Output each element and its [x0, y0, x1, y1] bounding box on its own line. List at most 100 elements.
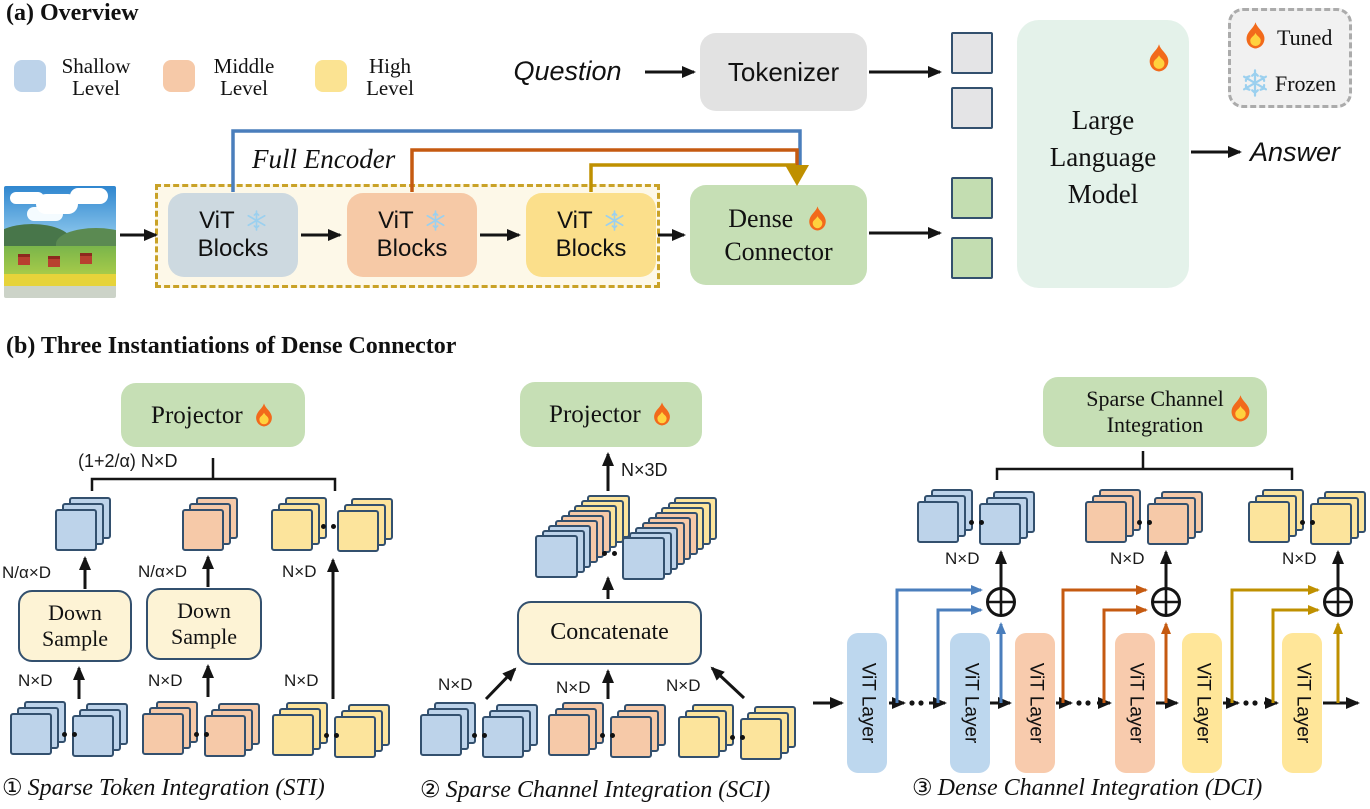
- text-token-2: [951, 87, 993, 129]
- feature-stack-high: [1248, 489, 1304, 543]
- road: [4, 286, 116, 298]
- text-token-1: [951, 32, 993, 74]
- tuned-frozen-legend: Tuned Frozen: [1228, 8, 1352, 108]
- blocks-label: Blocks: [197, 235, 269, 262]
- concatenate-label: Concatenate: [550, 619, 669, 646]
- vit-layer-box: ViT Layer: [950, 633, 990, 773]
- snowflake-icon: [604, 210, 625, 231]
- frozen-label: Frozen: [1275, 71, 1337, 96]
- snowflake-icon: [246, 210, 267, 231]
- sti-dim-nd-3: N×D: [284, 671, 319, 690]
- vit-layer-box: ViT Layer: [1182, 633, 1222, 773]
- house: [48, 256, 60, 267]
- feature-stack-high: [1310, 491, 1366, 545]
- feature-stack-middle: [204, 703, 260, 757]
- vit-blocks-high: ViT Blocks: [526, 193, 656, 277]
- house: [18, 254, 30, 265]
- dense-connector-box: Dense Connector: [690, 185, 867, 285]
- legend-shallow-line2: Level: [72, 76, 120, 100]
- legend-swatch-shallow: [14, 60, 46, 92]
- flame-icon: [1146, 44, 1172, 73]
- flame-icon: [806, 206, 829, 232]
- ellipsis-dots: [324, 733, 339, 738]
- vit-layer-label: ViT Layer: [1192, 662, 1213, 744]
- dense-line1: Dense: [728, 202, 828, 235]
- feature-stack-shallow: [10, 701, 66, 755]
- feature-stack-middle: [1085, 489, 1141, 543]
- sci-dim-nd-2: N×D: [556, 678, 591, 697]
- vit-layer-label: ViT Layer: [1292, 662, 1313, 744]
- feature-stack-high: [271, 497, 327, 551]
- downsample-box-1: Down Sample: [18, 590, 132, 662]
- vit-layer-label: ViT Layer: [1025, 662, 1046, 744]
- legend-middle-line2: Level: [220, 76, 268, 100]
- sti-projector-box: Projector: [121, 383, 305, 447]
- feature-stack-high: [337, 498, 393, 552]
- feature-stack-shallow: [55, 497, 111, 551]
- flame-icon: [253, 402, 275, 428]
- down-label: Down: [48, 600, 102, 625]
- vit-blocks-middle: ViT Blocks: [347, 193, 477, 277]
- ellipsis-dots: [472, 733, 487, 738]
- dci-number: ③: [912, 775, 933, 801]
- flame-icon: [1228, 395, 1253, 423]
- vit-layer-box: ViT Layer: [1115, 633, 1155, 773]
- legend-high-line2: Level: [366, 76, 414, 100]
- sti-dim-top: (1+2/α) N×D: [78, 451, 178, 471]
- vit-label: ViT: [378, 207, 414, 234]
- dci-integration-box: Sparse Channel Integration: [1043, 377, 1267, 447]
- vit-label: ViT: [557, 207, 593, 234]
- flame-icon: [651, 402, 673, 427]
- blocks-label: Blocks: [376, 235, 448, 262]
- sti-caption-text: Sparse Token Integration (STI): [27, 775, 325, 801]
- legend-label-shallow: Shallow Level: [48, 55, 144, 99]
- snowflake-icon: [425, 210, 446, 231]
- sci-dim-top: N×3D: [621, 460, 668, 480]
- legend-label-high: High Level: [342, 55, 438, 99]
- projector-label: Projector: [549, 401, 641, 428]
- feature-stack-middle: [142, 701, 198, 755]
- dense-label: Dense: [728, 204, 794, 233]
- feature-stack-high: [334, 704, 390, 758]
- legend-shallow-line1: Shallow: [61, 54, 131, 78]
- feature-stack-shallow: [917, 489, 973, 543]
- sci-caption-text: Sparse Channel Integration (SCI): [445, 777, 771, 803]
- sci-projector-box: Projector: [520, 382, 702, 447]
- ellipsis-dots: [321, 524, 336, 529]
- legend-label-middle: Middle Level: [196, 55, 292, 99]
- connector-label: Connector: [724, 237, 833, 266]
- llm-line1: Large: [1071, 104, 1135, 135]
- vit-label: ViT: [199, 207, 235, 234]
- vit-line: ViT: [378, 207, 446, 235]
- ellipsis-dots: [1137, 520, 1152, 525]
- legend-middle-line1: Middle: [213, 54, 275, 78]
- dci-box-line2: Integration: [1106, 412, 1204, 437]
- ellipsis-dots: [730, 735, 745, 740]
- feature-stack-high: [740, 706, 796, 760]
- projector-line: Projector: [151, 402, 275, 429]
- feature-stack-shallow: [482, 704, 538, 758]
- projector-line: Projector: [549, 401, 673, 428]
- tuned-label: Tuned: [1277, 25, 1333, 50]
- dci-dim-nd-2: N×D: [1110, 549, 1145, 568]
- flame-icon: [1243, 22, 1268, 50]
- sci-dim-nd-1: N×D: [438, 675, 473, 694]
- llm-line3: Model: [1067, 178, 1139, 209]
- vit-blocks-shallow: ViT Blocks: [168, 193, 298, 277]
- question-label: Question: [513, 56, 622, 86]
- feature-stack-middle: [548, 702, 604, 756]
- tokenizer-label: Tokenizer: [727, 56, 840, 87]
- ellipsis-dots: [62, 732, 77, 737]
- blocks-label: Blocks: [555, 235, 627, 262]
- llm-line2: Language: [1049, 141, 1157, 172]
- sti-dim-nd-top: N×D: [282, 562, 317, 581]
- vit-layer-box: ViT Layer: [1282, 633, 1322, 773]
- vit-line: ViT: [557, 207, 625, 235]
- vit-layer-label: ViT Layer: [1125, 662, 1146, 744]
- visual-token-2: [951, 237, 993, 279]
- feature-stack-middle: [1147, 491, 1203, 545]
